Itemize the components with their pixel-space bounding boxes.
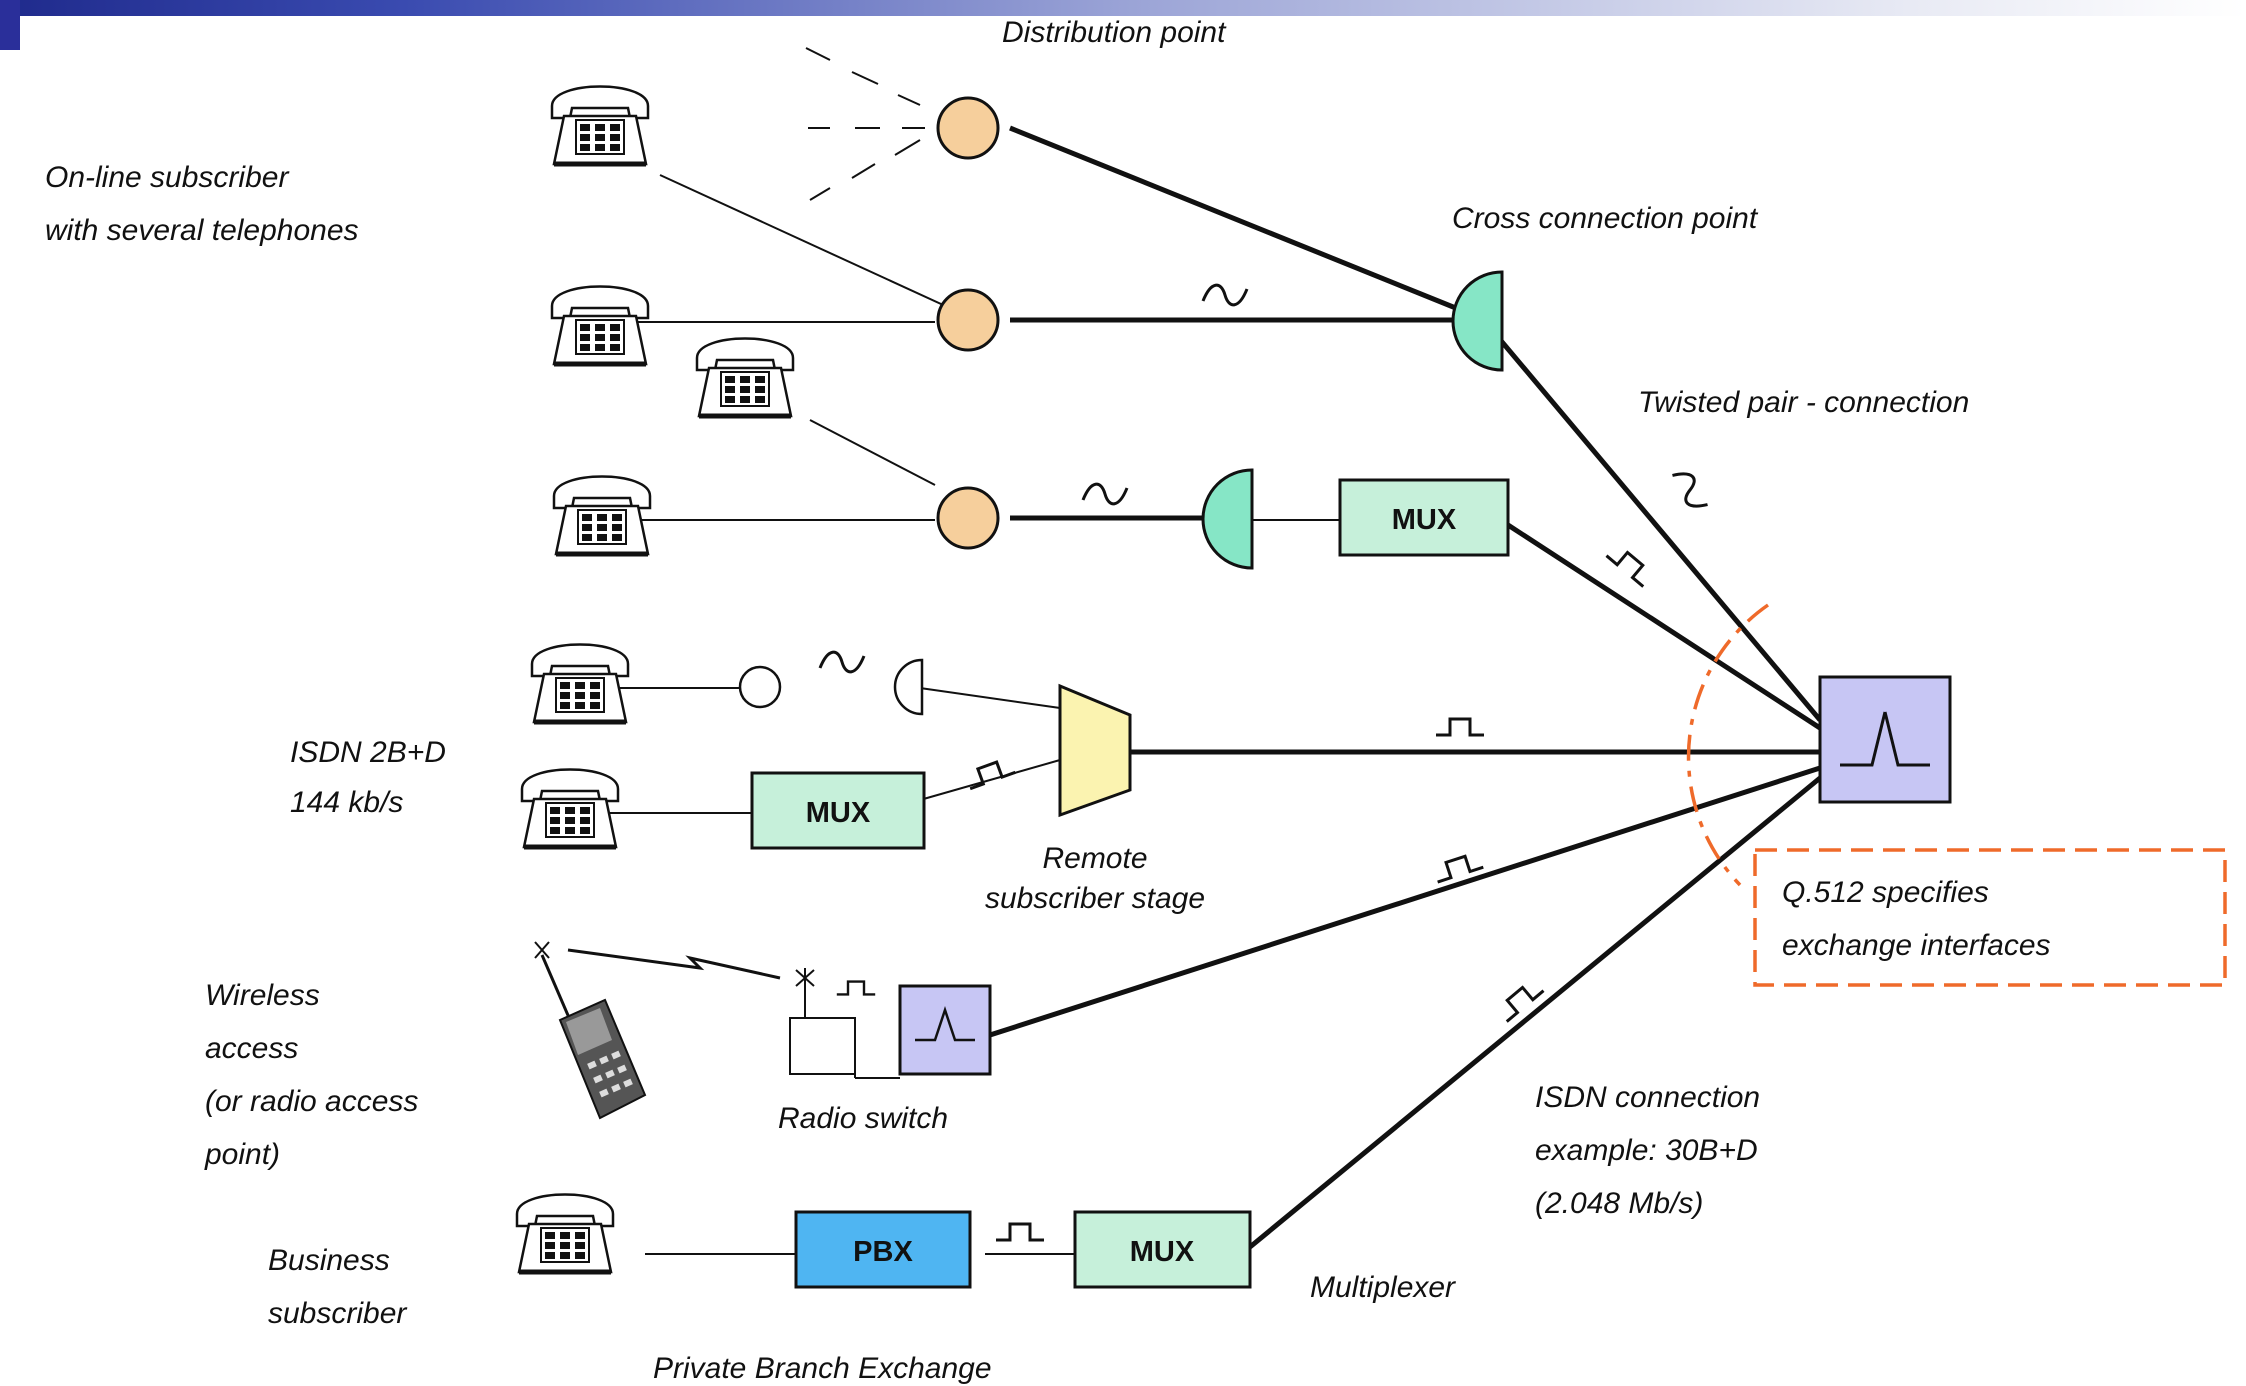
trunk-cross-to-exchange bbox=[1490, 328, 1822, 722]
label-wireless-1: Wireless bbox=[205, 979, 320, 1012]
drop-line-1 bbox=[659, 174, 966, 316]
remote-subscriber-stage bbox=[1058, 683, 1132, 818]
small-cross-connection-node bbox=[893, 658, 924, 716]
label-twisted-pair: Twisted pair - connection bbox=[1638, 386, 1969, 419]
diagram-labels: Distribution point On-line subscriber wi… bbox=[45, 16, 1969, 1385]
label-multiplexer: Multiplexer bbox=[1310, 1271, 1456, 1304]
pulse-icon bbox=[994, 1222, 1046, 1242]
label-radio-switch: Radio switch bbox=[778, 1102, 948, 1135]
trunk-radio-to-exchange bbox=[989, 765, 1821, 1038]
sine-wave-icon bbox=[1201, 283, 1249, 307]
trunk-business-mux-to-exchange bbox=[1248, 776, 1822, 1249]
label-cross-connection-point: Cross connection point bbox=[1452, 202, 1759, 235]
label-online-subscriber-1: On-line subscriber bbox=[45, 161, 289, 194]
switch-x-icon bbox=[1840, 711, 1930, 767]
telephone-icon bbox=[517, 1195, 613, 1273]
cross-connection-point-node bbox=[1451, 270, 1504, 372]
exchange-interface-boundary bbox=[1686, 603, 1769, 887]
distribution-signal-dashes bbox=[805, 47, 925, 201]
switch-x-icon bbox=[915, 1006, 975, 1042]
cross-connection-node-2 bbox=[1201, 468, 1254, 570]
radio-switch bbox=[898, 984, 992, 1076]
label-online-subscriber-2: with several telephones bbox=[45, 214, 359, 247]
telephone-icon bbox=[697, 339, 793, 417]
distribution-point-node bbox=[936, 96, 1000, 160]
radio-base-station bbox=[789, 1017, 856, 1075]
label-business-1: Business bbox=[268, 1244, 390, 1277]
sine-wave-icon bbox=[1081, 482, 1129, 506]
trunk-distribution-to-cross bbox=[1009, 125, 1479, 320]
mux-label: MUX bbox=[1130, 1236, 1195, 1268]
label-isdn-connection-2: example: 30B+D bbox=[1535, 1134, 1758, 1167]
pulse-icon bbox=[1494, 976, 1546, 1024]
label-isdn-2bd-1: ISDN 2B+D bbox=[290, 736, 446, 769]
mux-label: MUX bbox=[1392, 504, 1457, 536]
mobile-phone-icon bbox=[534, 941, 647, 1120]
top-banner-square bbox=[0, 0, 20, 50]
q512-text-line-1: Q.512 specifies bbox=[1782, 876, 1989, 909]
pbx-box: PBX bbox=[794, 1210, 972, 1289]
mux-box-business: MUX bbox=[1073, 1210, 1252, 1289]
q512-callout: Q.512 specifies exchange interfaces bbox=[1753, 848, 2227, 987]
mux-label: MUX bbox=[806, 797, 871, 829]
top-banner-bar bbox=[0, 0, 2246, 16]
label-wireless-4: point) bbox=[204, 1138, 280, 1171]
small-distribution-node bbox=[738, 665, 782, 709]
telephone-icon bbox=[554, 477, 650, 555]
telephone-icon bbox=[552, 287, 648, 365]
sine-wave-icon bbox=[1667, 464, 1713, 516]
label-distribution-point: Distribution point bbox=[1002, 16, 1227, 49]
label-isdn-connection-3: (2.048 Mb/s) bbox=[1535, 1187, 1703, 1220]
mux-box-upper: MUX bbox=[1338, 478, 1510, 557]
pulse-icon bbox=[1434, 717, 1486, 737]
label-private-branch-exchange: Private Branch Exchange bbox=[653, 1352, 992, 1385]
pbx-label: PBX bbox=[853, 1236, 913, 1268]
antenna-icon bbox=[795, 968, 815, 1018]
label-wireless-2: access bbox=[205, 1032, 298, 1065]
trunk-mux-to-exchange bbox=[1506, 522, 1822, 731]
telephone-icon bbox=[532, 645, 628, 723]
drop-line-6 bbox=[919, 687, 1061, 709]
distribution-node-3 bbox=[936, 486, 1000, 550]
label-isdn-connection-1: ISDN connection bbox=[1535, 1081, 1760, 1114]
sine-wave-icon bbox=[818, 650, 866, 674]
telephone-icon bbox=[552, 87, 648, 165]
mux-box-isdn: MUX bbox=[750, 771, 926, 850]
drop-line-8 bbox=[919, 759, 1061, 801]
pulse-icon bbox=[1604, 541, 1656, 589]
label-remote-stage-1: Remote bbox=[1042, 842, 1147, 875]
drop-line-3 bbox=[809, 419, 936, 486]
pulse-icon bbox=[963, 755, 1017, 791]
label-remote-stage-2: subscriber stage bbox=[985, 882, 1205, 915]
label-wireless-3: (or radio access bbox=[205, 1085, 418, 1118]
exchange-switch bbox=[1818, 675, 1952, 804]
label-business-2: subscriber bbox=[268, 1297, 407, 1330]
q512-text-line-2: exchange interfaces bbox=[1782, 929, 2051, 962]
pulse-icon bbox=[835, 980, 877, 996]
distribution-node-2 bbox=[936, 288, 1000, 352]
lightning-icon bbox=[567, 948, 781, 980]
telephone-icon bbox=[522, 770, 618, 848]
label-isdn-2bd-2: 144 kb/s bbox=[290, 786, 403, 819]
connection-lines bbox=[580, 125, 1822, 1255]
